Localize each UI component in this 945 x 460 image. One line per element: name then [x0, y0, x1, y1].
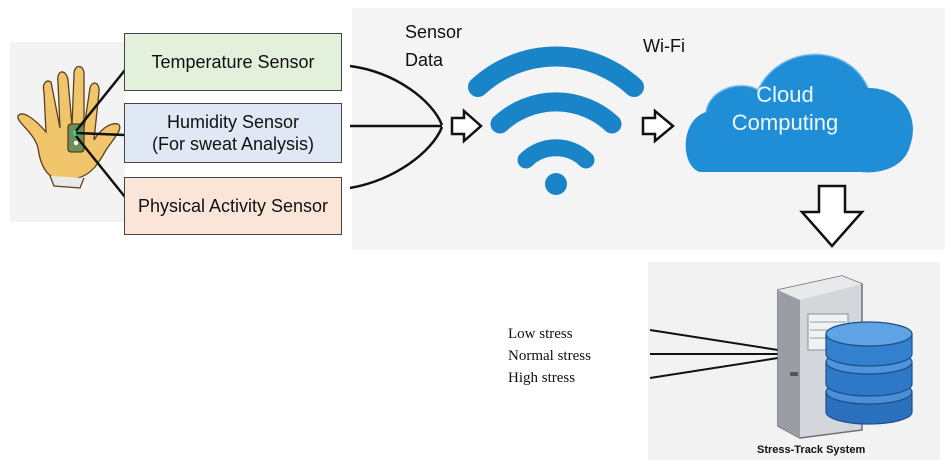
- arrow-right-icon: [641, 108, 675, 144]
- database-icon: [825, 321, 913, 425]
- output-normal-stress: Normal stress: [508, 348, 591, 364]
- arrow-down-icon: [799, 184, 865, 248]
- physical-activity-sensor-box: Physical Activity Sensor: [124, 177, 342, 235]
- sensor-data-bracket: [349, 64, 444, 190]
- system-caption: Stress-Track System: [757, 444, 866, 456]
- output-connectors: [649, 329, 779, 379]
- cloud-label-line1: Cloud: [756, 82, 814, 107]
- arrow-right-icon: [450, 108, 483, 144]
- sensor-data-label-line2: Data: [405, 50, 444, 70]
- wifi-label: Wi-Fi: [643, 36, 685, 56]
- hand-icon: [17, 65, 121, 189]
- temperature-sensor-label: Temperature Sensor: [151, 52, 315, 72]
- cloud-icon: [685, 53, 913, 173]
- humidity-sensor-box: Humidity Sensor (For sweat Analysis): [124, 103, 342, 163]
- temperature-sensor-box: Temperature Sensor: [124, 33, 342, 91]
- physical-activity-sensor-label: Physical Activity Sensor: [137, 196, 329, 216]
- cloud-label-line2: Computing: [731, 110, 839, 135]
- wifi-icon: [468, 46, 644, 195]
- hand-connectors: [75, 69, 126, 198]
- sensor-data-label-line1: Sensor: [405, 22, 463, 42]
- humidity-sensor-label: Humidity Sensor: [166, 112, 300, 132]
- humidity-sensor-sublabel: (For sweat Analysis): [151, 134, 315, 154]
- output-low-stress: Low stress: [508, 326, 573, 342]
- output-high-stress: High stress: [508, 370, 576, 386]
